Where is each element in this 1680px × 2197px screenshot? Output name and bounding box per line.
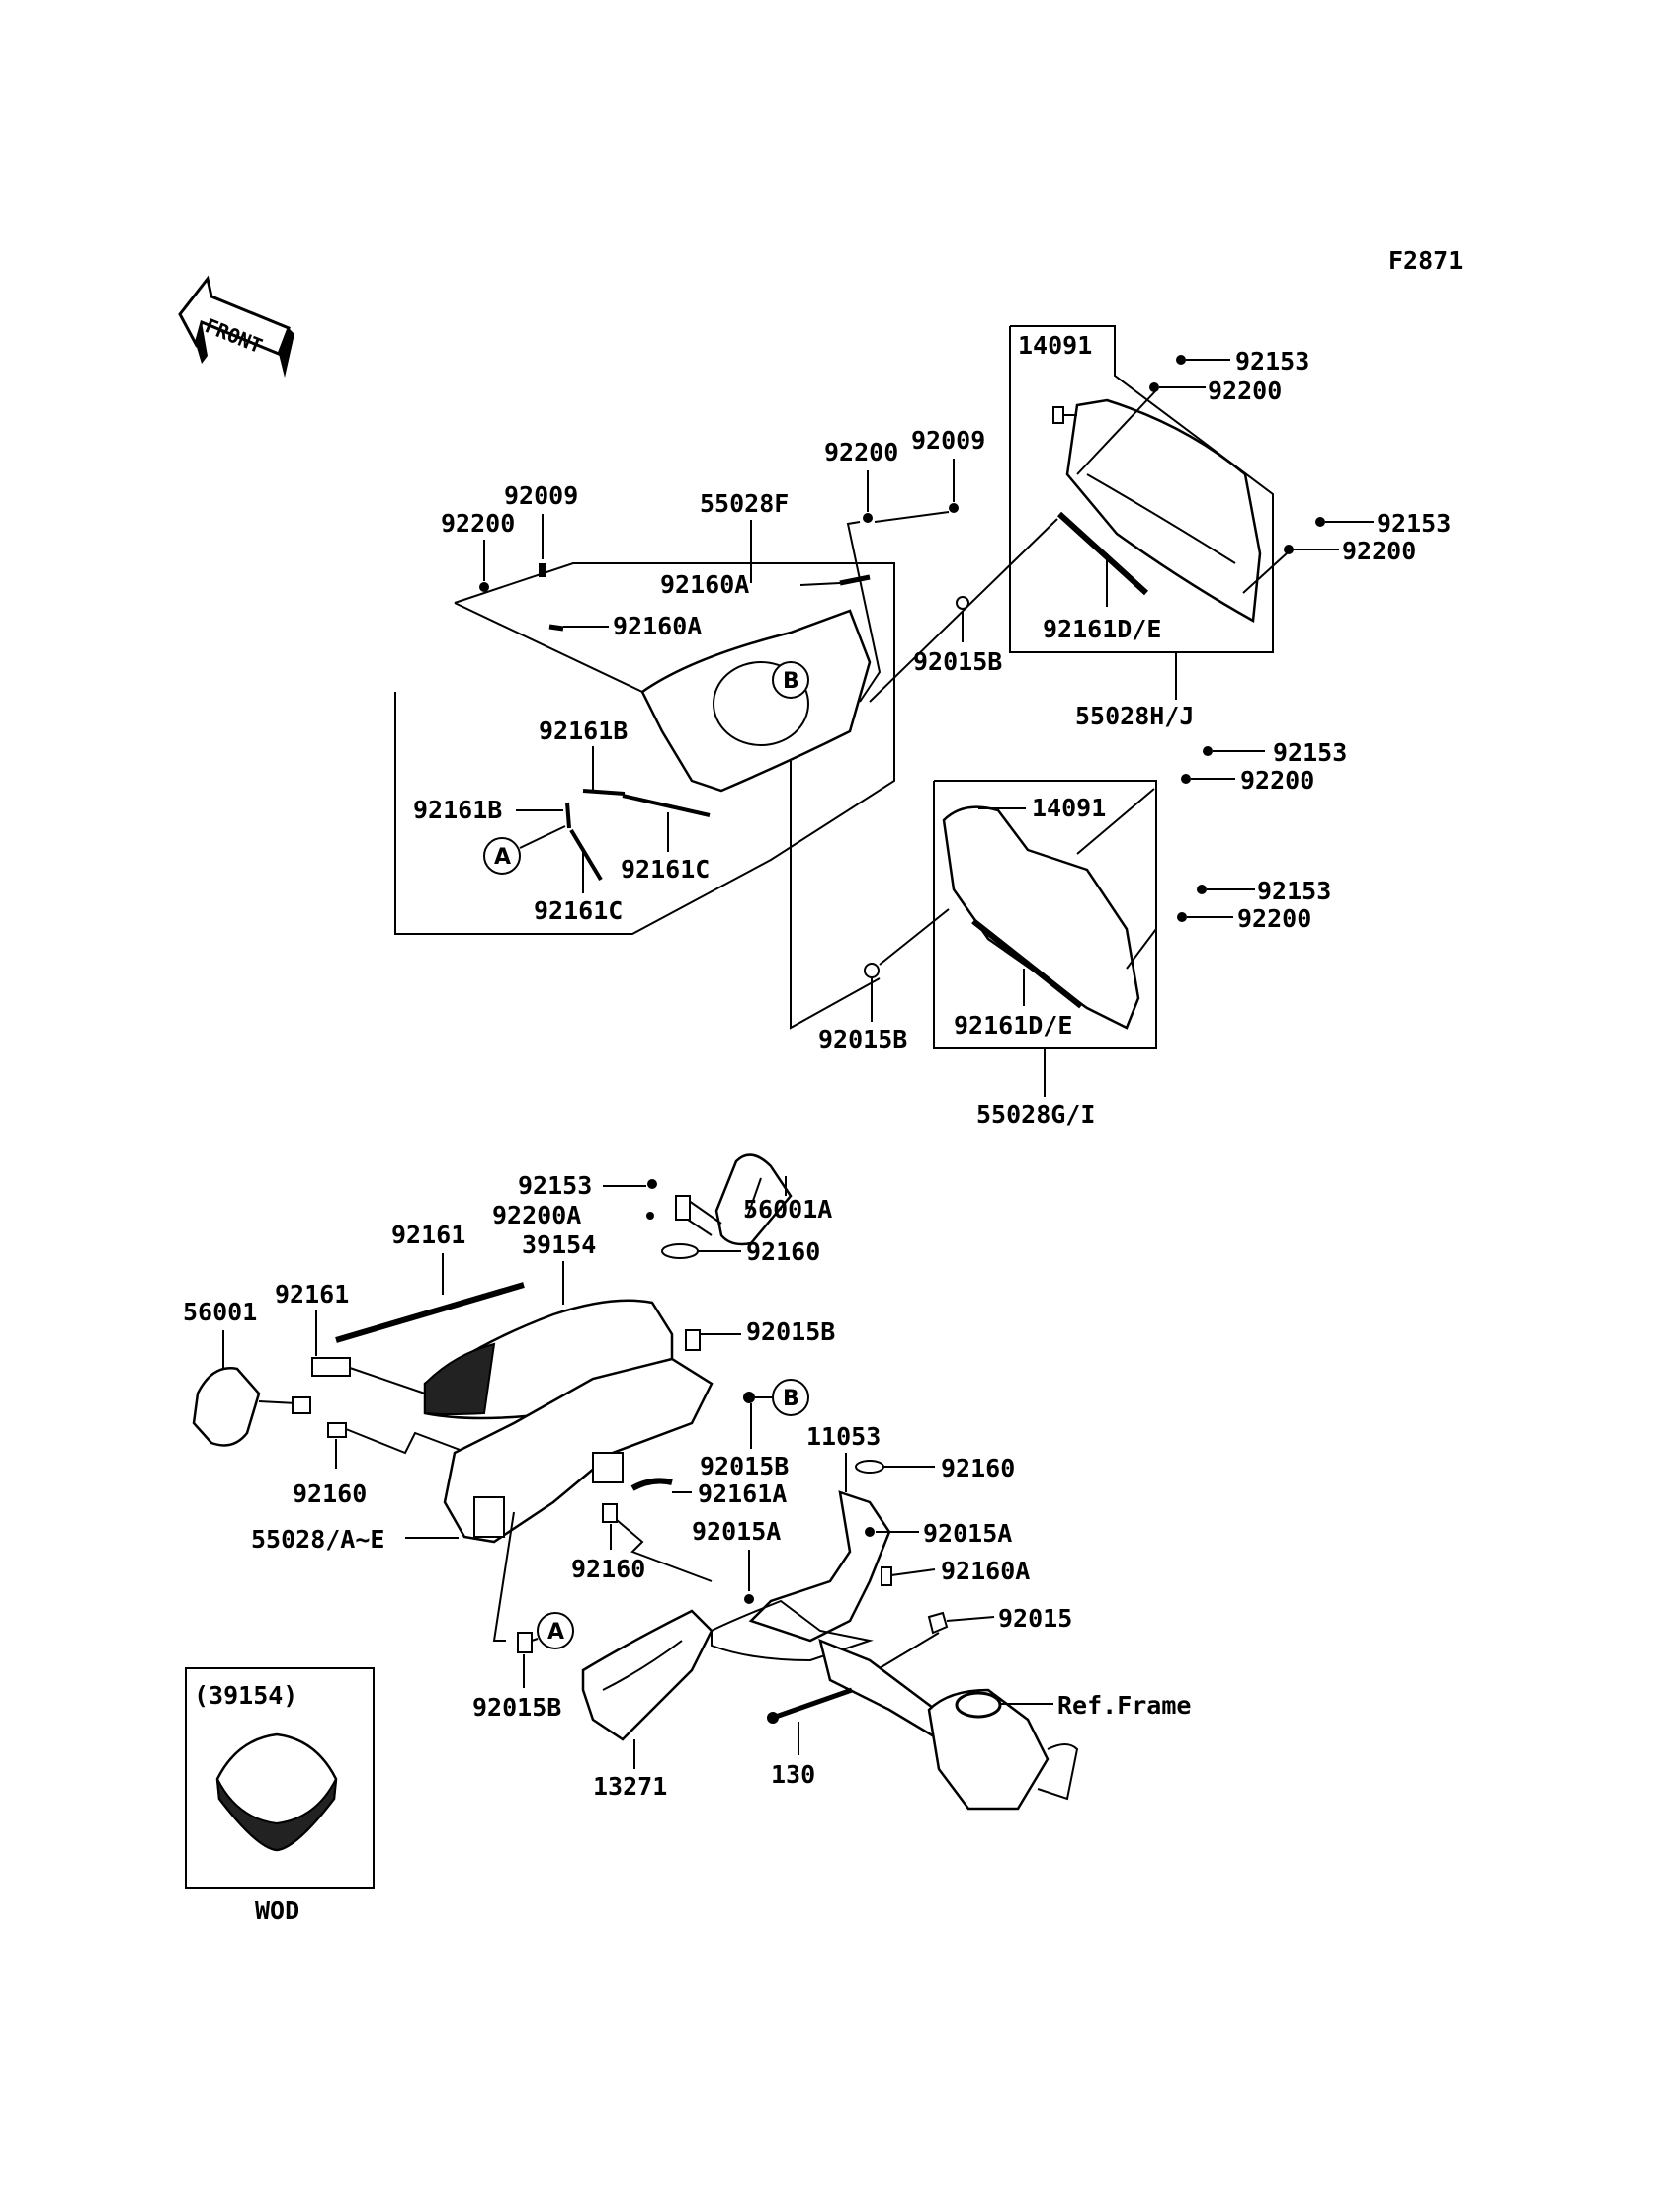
svg-text:B: B [783,1387,799,1411]
group-55028hj: 92161D/E 55028H/J 14091 92153 92200 9215… [1009,325,1451,730]
figure-code: F2871 [1388,246,1463,275]
label-92161-1: 92161 [391,1221,465,1249]
label-55028gi: 55028G/I [976,1100,1095,1129]
label-92015b-mid: 92015B [818,1025,907,1054]
mirror-left [192,1367,261,1447]
label-92200-left: 92200 [441,509,515,538]
label-92200-r2: 92200 [1342,537,1416,565]
group-55028f: 55028F B 92160A 92160A 92161B 92161B 921… [394,426,1058,935]
inset-caption: WOD [255,1897,299,1925]
lower-assembly: 56001A 92153 92200A 92161 39154 92160 92… [183,1153,1191,1811]
label-92015b-lower1: 92015B [746,1317,835,1346]
front-arrow-icon: FRONT [178,275,294,378]
label-92160a-2: 92160A [613,612,702,640]
bolt-92153 [1176,355,1186,365]
label-13271: 13271 [593,1772,667,1801]
label-55028ae: 55028/A~E [251,1525,384,1554]
label-92015a-2: 92015A [923,1519,1012,1548]
side-cowl-left [942,805,1140,1030]
label-92153-r1: 92153 [1235,347,1309,376]
inset-39154: (39154) WOD [185,1667,375,1925]
label-92015a-1: 92015A [692,1517,781,1546]
label-130: 130 [771,1760,815,1789]
label-92161c-2: 92161C [534,896,623,925]
label-ref-frame: Ref.Frame [1057,1691,1191,1720]
label-92161b-1: 92161B [539,717,628,745]
label-92200-center: 92200 [824,438,898,466]
label-92160a-1: 92160A [660,570,749,599]
callout-a-lower [537,1612,574,1649]
label-11053: 11053 [806,1422,881,1451]
label-92015b-lower2: 92015B [700,1452,789,1480]
label-14091-mid: 14091 [1032,794,1106,822]
box-outline-55028f [394,562,895,935]
steering-head [927,1688,1050,1811]
label-92160-2: 92160 [293,1479,367,1508]
svg-text:A: A [494,845,511,870]
label-55028f: 55028F [700,489,789,518]
label-92161de-mid: 92161D/E [954,1011,1072,1040]
label-92161-2: 92161 [275,1280,349,1309]
label-92153-m2: 92153 [1257,877,1331,905]
label-92015b-center: 92015B [913,647,1002,676]
label-39154: 39154 [522,1230,596,1259]
label-92015: 92015 [998,1604,1072,1633]
label-92160-1: 92160 [746,1237,820,1266]
bracket-11053 [748,1490,891,1643]
label-92200a: 92200A [492,1201,581,1229]
label-92009-left: 92009 [504,481,578,510]
callout-b-upper [772,661,809,699]
strip-92161de-mid [971,918,1083,1009]
label-56001: 56001 [183,1298,257,1326]
callout-a-upper [483,837,521,875]
label-92160a-3: 92160A [941,1557,1030,1585]
stay-bracket [818,1638,951,1741]
label-14091-right: 14091 [1018,331,1092,360]
group-55028gi: 92161D/E 55028G/I 14091 92153 92200 9215… [790,738,1347,1129]
label-92161c-1: 92161C [621,855,710,884]
box-outline-55028hj [1009,325,1274,653]
label-92161b-2: 92161B [413,796,502,824]
inset-box [185,1667,375,1889]
label-55028hj: 55028H/J [1075,702,1194,730]
side-cowl-right [1065,398,1262,624]
svg-text:A: A [547,1620,564,1645]
label-92160-4: 92160 [571,1555,645,1583]
label-92200-m2: 92200 [1237,904,1311,933]
label-92200-r1: 92200 [1208,377,1282,405]
label-92015b-lower3: 92015B [472,1693,561,1722]
upper-cowl-55028 [443,1357,714,1544]
label-92153-lower: 92153 [518,1171,592,1200]
inset-title: (39154) [194,1681,297,1710]
strip-92161de-right [1056,511,1149,596]
label-92160-3: 92160 [941,1454,1015,1482]
label-92153-r2: 92153 [1377,509,1451,538]
label-56001a: 56001A [743,1195,832,1224]
box-outline-55028gi [933,780,1157,1049]
svg-text:B: B [783,669,799,694]
label-92153-m1: 92153 [1273,738,1347,767]
bracket-13271 [581,1609,714,1741]
label-92009-center: 92009 [911,426,985,455]
label-92200-m1: 92200 [1240,766,1314,795]
label-92161a: 92161A [698,1479,787,1508]
label-92161de-right: 92161D/E [1043,615,1161,643]
